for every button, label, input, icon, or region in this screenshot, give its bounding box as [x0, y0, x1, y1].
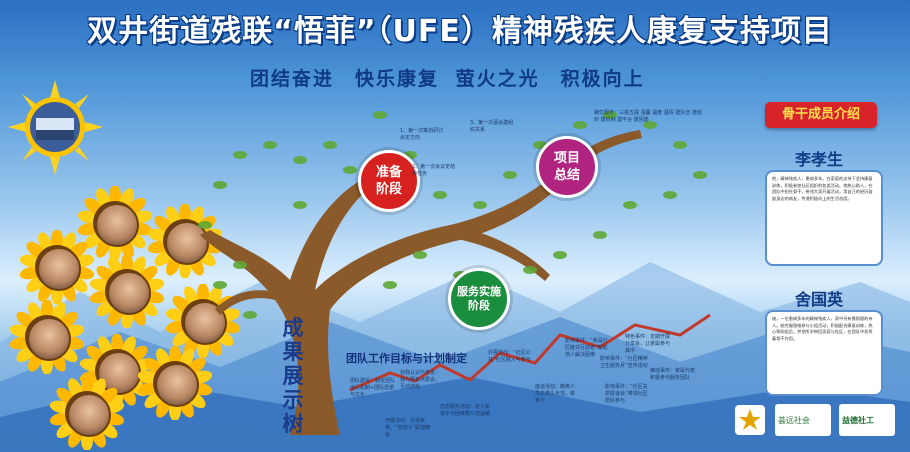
logo-3: 益德社工 [839, 404, 895, 436]
timeline-note-2: 自我认识与肯定：我为朋友点赞会，互动游戏 [400, 370, 441, 390]
logo-2: 荟远社会 [775, 404, 831, 436]
page-title: 双井街道残联“悟菲”（UFE）精神残疾人康复支持项目 [87, 14, 833, 49]
sunflower-photo [9, 299, 85, 375]
timeline-note-11: 影响事件：“社区精神卫生服务月”宣传活动 [600, 356, 648, 369]
stage-summary-label: 项目总结 [553, 151, 580, 183]
stage-prep-label: 准备阶段 [375, 165, 402, 197]
sunflower-photo [49, 375, 125, 451]
sunflower-photo [19, 229, 95, 305]
branch-note-summary: 做优服务：三进五提 温馨 温度 温情 建队伍 建组织 建机制 建平台 建团建 [594, 110, 702, 123]
logo-3-text: 益德社工 [842, 415, 874, 425]
stage-service-label: 服务实施阶段 [457, 285, 501, 312]
team-section-label: 团队工作目标与计划制定 [346, 352, 467, 365]
slogan: 团结奋进 快乐康复 萤火之光 积极向上 [250, 68, 645, 90]
member-bio-2: 她，一位患病多年的精神残疾人，家中另有需照顾的亲人。她克服困难参与小组活动，积极… [765, 310, 883, 396]
member-photo [155, 363, 199, 407]
members-panel-header: 骨干成员介绍 [765, 102, 877, 128]
logo-2-text: 荟远社会 [778, 415, 810, 425]
members-panel: 骨干成员介绍 李孝生 他，精神残疾人，患病多年，在家庭的支持下坚持康复训练，积极… [755, 100, 898, 430]
branch-note-prep-1: 1、第一次策划研讨会定方向 [400, 128, 444, 141]
member-photo [95, 203, 139, 247]
timeline-note-8: 影响事件：“社区关爱联谊会”带领社区居民参与 [605, 384, 648, 404]
timeline-note-6: 面谈活动：精英人员先带头示范，做参与 [535, 384, 576, 404]
logo-bar: 荟远社会 益德社工 [735, 404, 895, 438]
stage-prep: 准备阶段 [358, 150, 420, 212]
stage-service: 服务实施阶段 [448, 268, 510, 330]
member-photo [27, 317, 71, 361]
member-photo [37, 247, 81, 291]
timeline-note-7: 影响事件：“我是社区睦邻互助者”帮助他人解决困难 [565, 338, 608, 358]
star-logo [735, 404, 765, 436]
member-photo [107, 271, 151, 315]
member-bio-1: 他，精神残疾人，患病多年，在家庭的支持下坚持康复训练，积极参加社区组织的各类活动… [765, 170, 883, 266]
branch-note-prep-2: 2、第一次会议定结构任务 [412, 164, 456, 177]
timeline-note-4: 志愿服务活动：走入新家中为困难群众送温暖 [440, 404, 491, 417]
tree-label: 成果展示树 [282, 316, 304, 436]
member-name-1: 李孝生 [795, 150, 844, 169]
sunflower-photo [137, 345, 213, 421]
sun-icon [8, 80, 103, 175]
sunflower-photo [77, 185, 153, 261]
timeline-note-9: 特色事件：定期开展分享会，让家属参与其中 [625, 334, 671, 354]
member-photo [67, 393, 111, 437]
timeline-note-3: 开展活动：共话家常，“包饺子”联谊晚会 [385, 418, 431, 438]
timeline-note-5: 外展活动：“社区公益”社区融入与参与 [488, 350, 531, 363]
timeline-note-10: 推动事件：家属代表积极参与服务团队 [650, 368, 696, 381]
sunflower-photo [89, 253, 165, 329]
member-name-2: 舍国英 [795, 290, 844, 309]
branch-note-prep-3: 3、第一次酒会建组织关系 [470, 120, 514, 133]
sunflower-photo [165, 283, 241, 359]
stage-summary: 项目总结 [536, 136, 598, 198]
sunflower-photo [147, 203, 223, 279]
timeline-note-1: 团队建设：制定团队运行机制+团队愿景与文化 [350, 378, 396, 398]
tree-graphic [198, 111, 711, 435]
